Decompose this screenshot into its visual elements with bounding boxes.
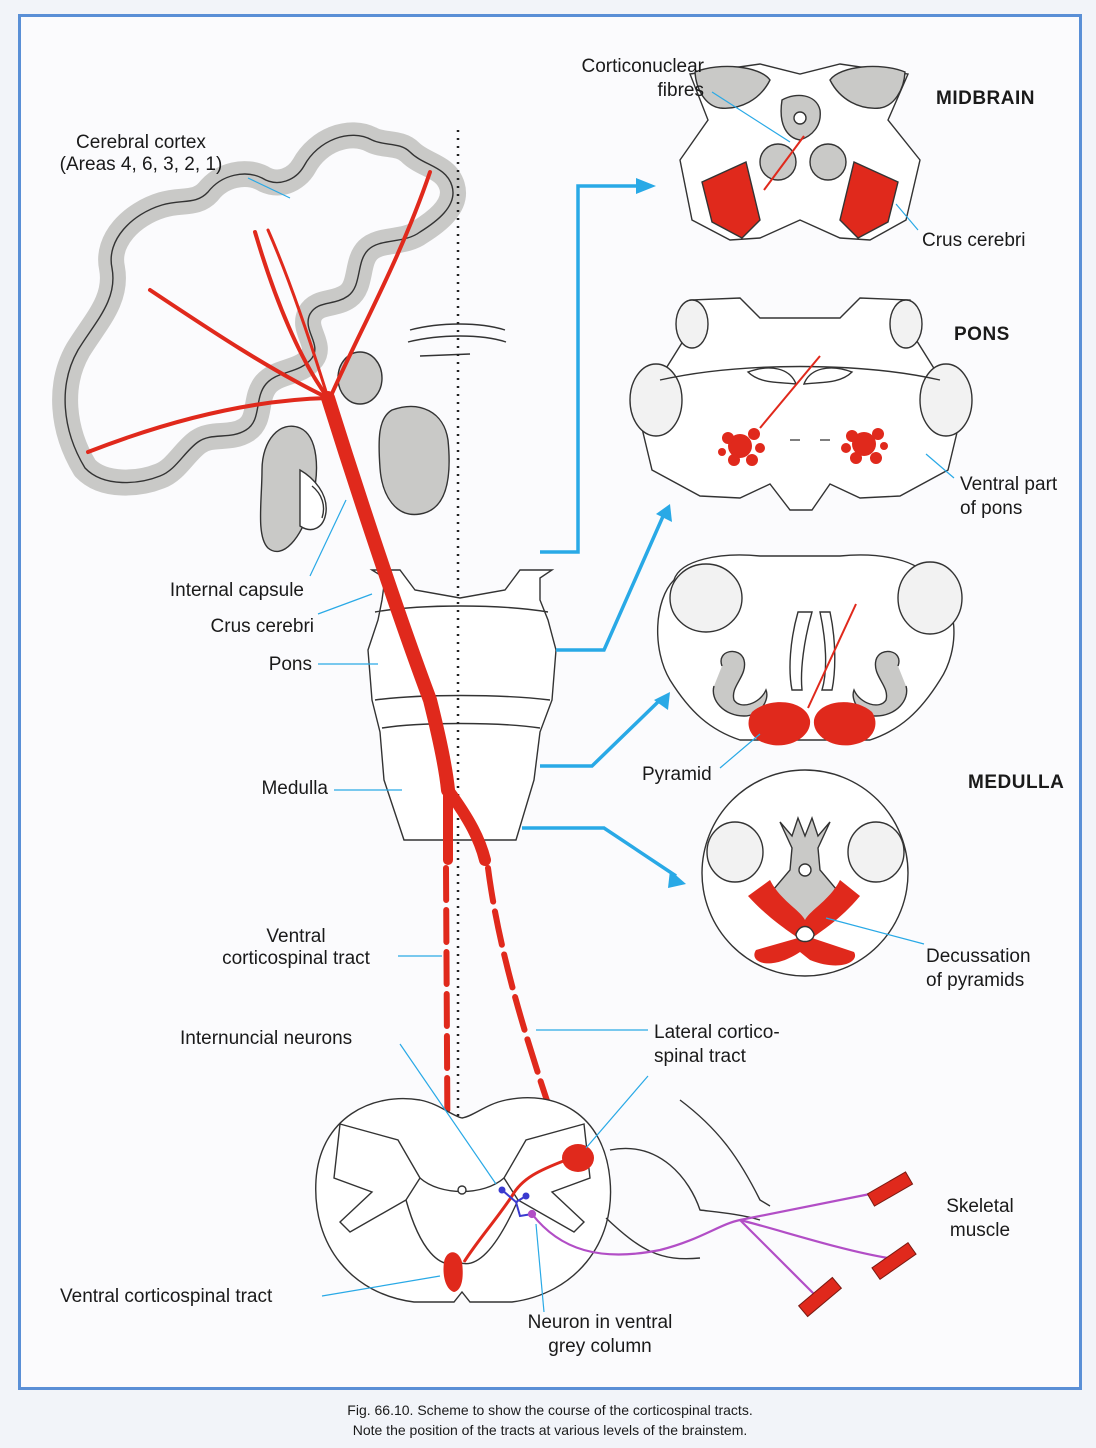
spinal-cord-section [316,1098,770,1302]
crus-cerebri-right-label: Crus cerebri [922,230,1025,252]
skeletal-muscle-label-2: muscle [930,1220,1030,1242]
ventral-cst-mid-label-2: corticospinal tract [196,948,396,970]
decussation-label-2: of pyramids [926,970,1024,992]
skeletal-muscle [799,1172,916,1317]
ventral-pons-label-2: of pons [960,498,1022,520]
lateral-cst-label-2: spinal tract [654,1046,746,1068]
lower-medulla-section [702,770,908,976]
cerebral-cortex-areas-label: (Areas 4, 6, 3, 2, 1) [28,154,254,176]
neuron-ventral-label-1: Neuron in ventral [510,1312,690,1334]
pyramid-label: Pyramid [642,764,712,786]
midbrain-heading: MIDBRAIN [936,88,1035,110]
internal-capsule-label: Internal capsule [100,580,304,602]
lateral-cst-in-cord [562,1144,594,1172]
pons-left-label: Pons [200,654,312,676]
caption-line-2: Note the position of the tracts at vario… [200,1420,900,1440]
neuron-ventral-label-2: grey column [510,1336,690,1358]
medulla-left-label: Medulla [200,778,328,800]
pons-section [630,298,972,510]
crus-cerebri-left-label: Crus cerebri [120,616,314,638]
decussation-label-1: Decussation [926,946,1031,968]
upper-medulla-section [658,555,962,745]
skeletal-muscle-label-1: Skeletal [930,1196,1030,1218]
corticonuclear-label-1: Corticonuclear [540,56,704,78]
figure-caption: Fig. 66.10. Scheme to show the course of… [200,1400,900,1440]
ventral-cst-mid-label-1: Ventral [196,926,396,948]
ventral-cst-bottom-label: Ventral corticospinal tract [60,1286,272,1308]
corticonuclear-label-2: fibres [540,80,704,102]
ventral-pons-label-1: Ventral part [960,474,1057,496]
cerebral-cortex-label: Cerebral cortex [28,132,254,154]
pons-heading: PONS [954,324,1010,346]
medulla-heading: MEDULLA [968,772,1064,794]
lateral-cst-label-1: Lateral cortico- [654,1022,780,1044]
caption-line-1: Fig. 66.10. Scheme to show the course of… [200,1400,900,1420]
midbrain-section [680,64,920,240]
internuncial-neurons-label: Internuncial neurons [180,1028,352,1050]
